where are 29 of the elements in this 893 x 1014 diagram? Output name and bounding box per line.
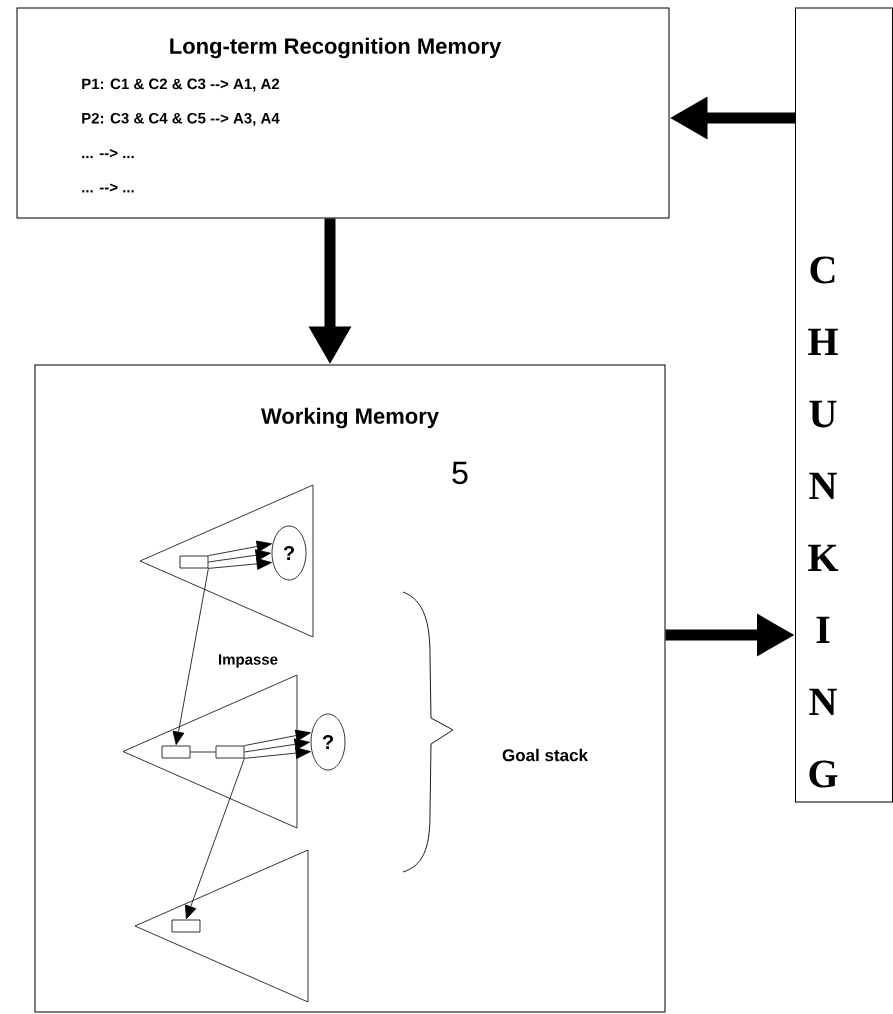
- arrow: [185, 758, 245, 920]
- memory-box: [34, 364, 666, 1013]
- arrow: [172, 568, 209, 745]
- goal-triangle: [122, 674, 298, 829]
- goal-triangle: [139, 484, 314, 638]
- arrow: [208, 549, 271, 563]
- memory-box: [16, 7, 670, 219]
- connector-line: [190, 751, 216, 753]
- goal-stack-label: Goal stack: [502, 748, 588, 762]
- slot-box: [179, 555, 209, 569]
- arrow: [244, 738, 310, 753]
- slot-box: [171, 919, 201, 933]
- box-heading: Long-term Recognition Memory: [170, 37, 502, 59]
- impasse-label: Impasse: [219, 654, 278, 668]
- production-rule: ... --> ...: [82, 183, 134, 193]
- arrow: [208, 540, 272, 556]
- slot-box: [161, 745, 191, 759]
- arrow: [244, 747, 311, 759]
- number-label: 5: [452, 461, 468, 485]
- production-rule: ... --> ...: [82, 149, 134, 159]
- production-rule: P1: C1 & C2 & C3 --> A1, A2: [82, 78, 280, 92]
- goal-triangle: [134, 849, 309, 1003]
- arrow: [244, 729, 311, 746]
- slot-box: [215, 745, 245, 759]
- box-heading: Working Memory: [261, 407, 439, 429]
- chunking-box: [795, 7, 893, 803]
- production-rule: P2: C3 & C4 & C5 --> A3, A4: [82, 112, 280, 126]
- vertical-label: C H U N K I N G: [808, 256, 839, 788]
- arrow: [208, 558, 272, 570]
